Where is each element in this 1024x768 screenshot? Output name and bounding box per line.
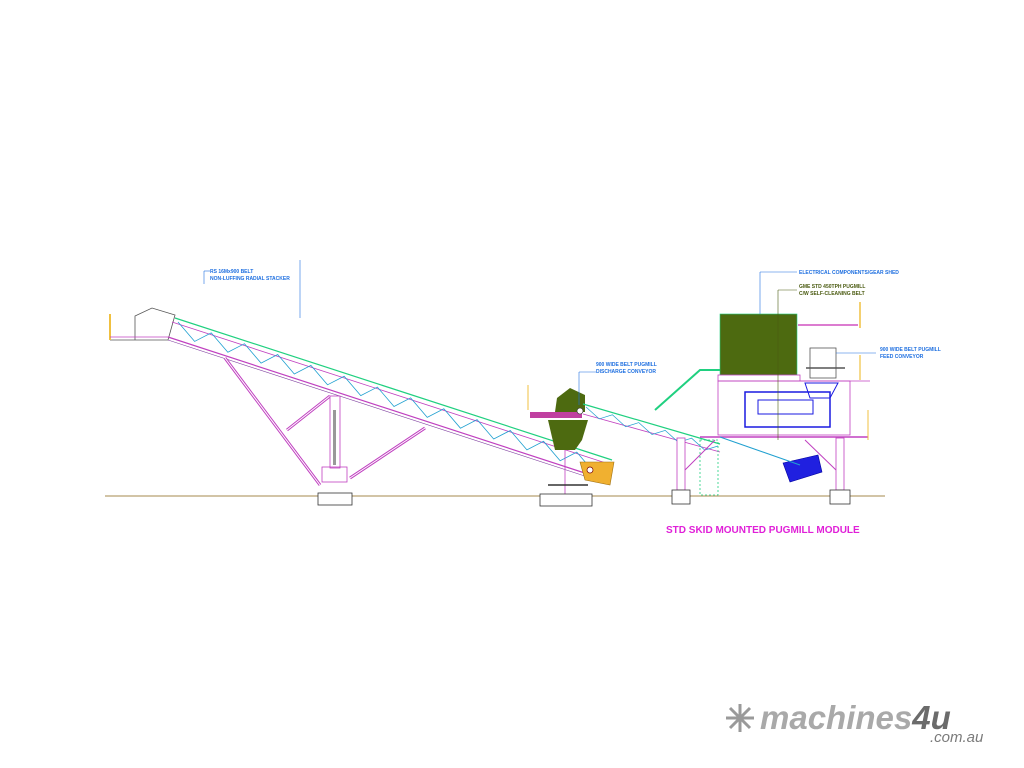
discharge-label-1: 900 WIDE BELT PUGMILL [596, 362, 657, 368]
pugmill-trough [757, 399, 814, 415]
self-cleaning-belt [719, 436, 801, 466]
pugmill-label-2: C/W SELF-CLEANING BELT [799, 291, 865, 297]
stacker-tail-pulley [586, 466, 594, 474]
stacker-tail-section [579, 461, 615, 486]
module-leg-right [835, 437, 845, 491]
snowflake-icon [726, 704, 754, 732]
stacker-bottom-chord-2 [167, 339, 601, 482]
gear-shed [719, 313, 798, 376]
drawing-title: STD SKID MOUNTED PUGMILL MODULE [666, 525, 860, 536]
discharge-hopper-lower [548, 420, 588, 450]
module-deck [717, 374, 801, 382]
stacker-label-2: NON-LUFFING RADIAL STACKER [210, 276, 290, 282]
pugmill-module: ELECTRICAL COMPONENTS/GEAR SHED GME STD … [654, 270, 941, 505]
discharge-truss-web [585, 406, 719, 451]
pugmill-body [744, 391, 831, 428]
module-leg-left [676, 437, 686, 491]
logo-brand-num: 4u [911, 699, 951, 736]
stacker-ram [333, 410, 336, 465]
discharge-label-2: DISCHARGE CONVEYOR [596, 369, 656, 375]
pugmill-inlet [804, 382, 839, 399]
discharge-bottom-chord [582, 413, 721, 453]
pugmill-discharge-chute [782, 454, 823, 483]
stacker-bottom-chord [167, 336, 601, 479]
stacker-belt [174, 317, 613, 461]
logo-domain: .com.au [930, 729, 984, 746]
logo-brand: machines [760, 699, 912, 736]
discharge-hopper-top [555, 388, 585, 412]
discharge-conveyor: 900 WIDE BELT PUGMILL DISCHARGE CONVEYOR [527, 362, 721, 507]
feed-conveyor-label-2: FEED CONVEYOR [880, 354, 924, 360]
discharge-foot-pad [539, 493, 593, 507]
stacker-label-1: RS 16Mx900 BELT [210, 269, 253, 275]
module-ladder [654, 369, 720, 411]
module-foot-pad-left [671, 489, 691, 505]
stacker-tail-hopper [110, 307, 176, 341]
radial-stacker: RS 16Mx900 BELT NON-LUFFING RADIAL STACK… [109, 260, 613, 506]
discharge-belt [582, 403, 721, 445]
module-foot-pad-right [829, 489, 851, 505]
module-frame [717, 380, 851, 436]
pugmill-label-1: GME STD 450TPH PUGMILL [799, 284, 865, 290]
discharge-magenta-frame [530, 412, 582, 418]
feed-conveyor-label-1: 900 WIDE BELT PUGMILL [880, 347, 941, 353]
machines4u-logo: machines4u .com.au [726, 699, 984, 746]
stacker-truss-web [177, 321, 611, 473]
feed-conveyor-hopper [809, 347, 837, 379]
discharge-head-pulley [576, 407, 584, 415]
stacker-pivot-base [321, 466, 348, 483]
stacker-foot-pad [317, 492, 353, 506]
svg-text:machines4u: machines4u [760, 699, 951, 736]
stacker-top-chord [171, 321, 613, 466]
module-stair [699, 439, 719, 496]
gear-shed-label: ELECTRICAL COMPONENTS/GEAR SHED [799, 270, 899, 276]
